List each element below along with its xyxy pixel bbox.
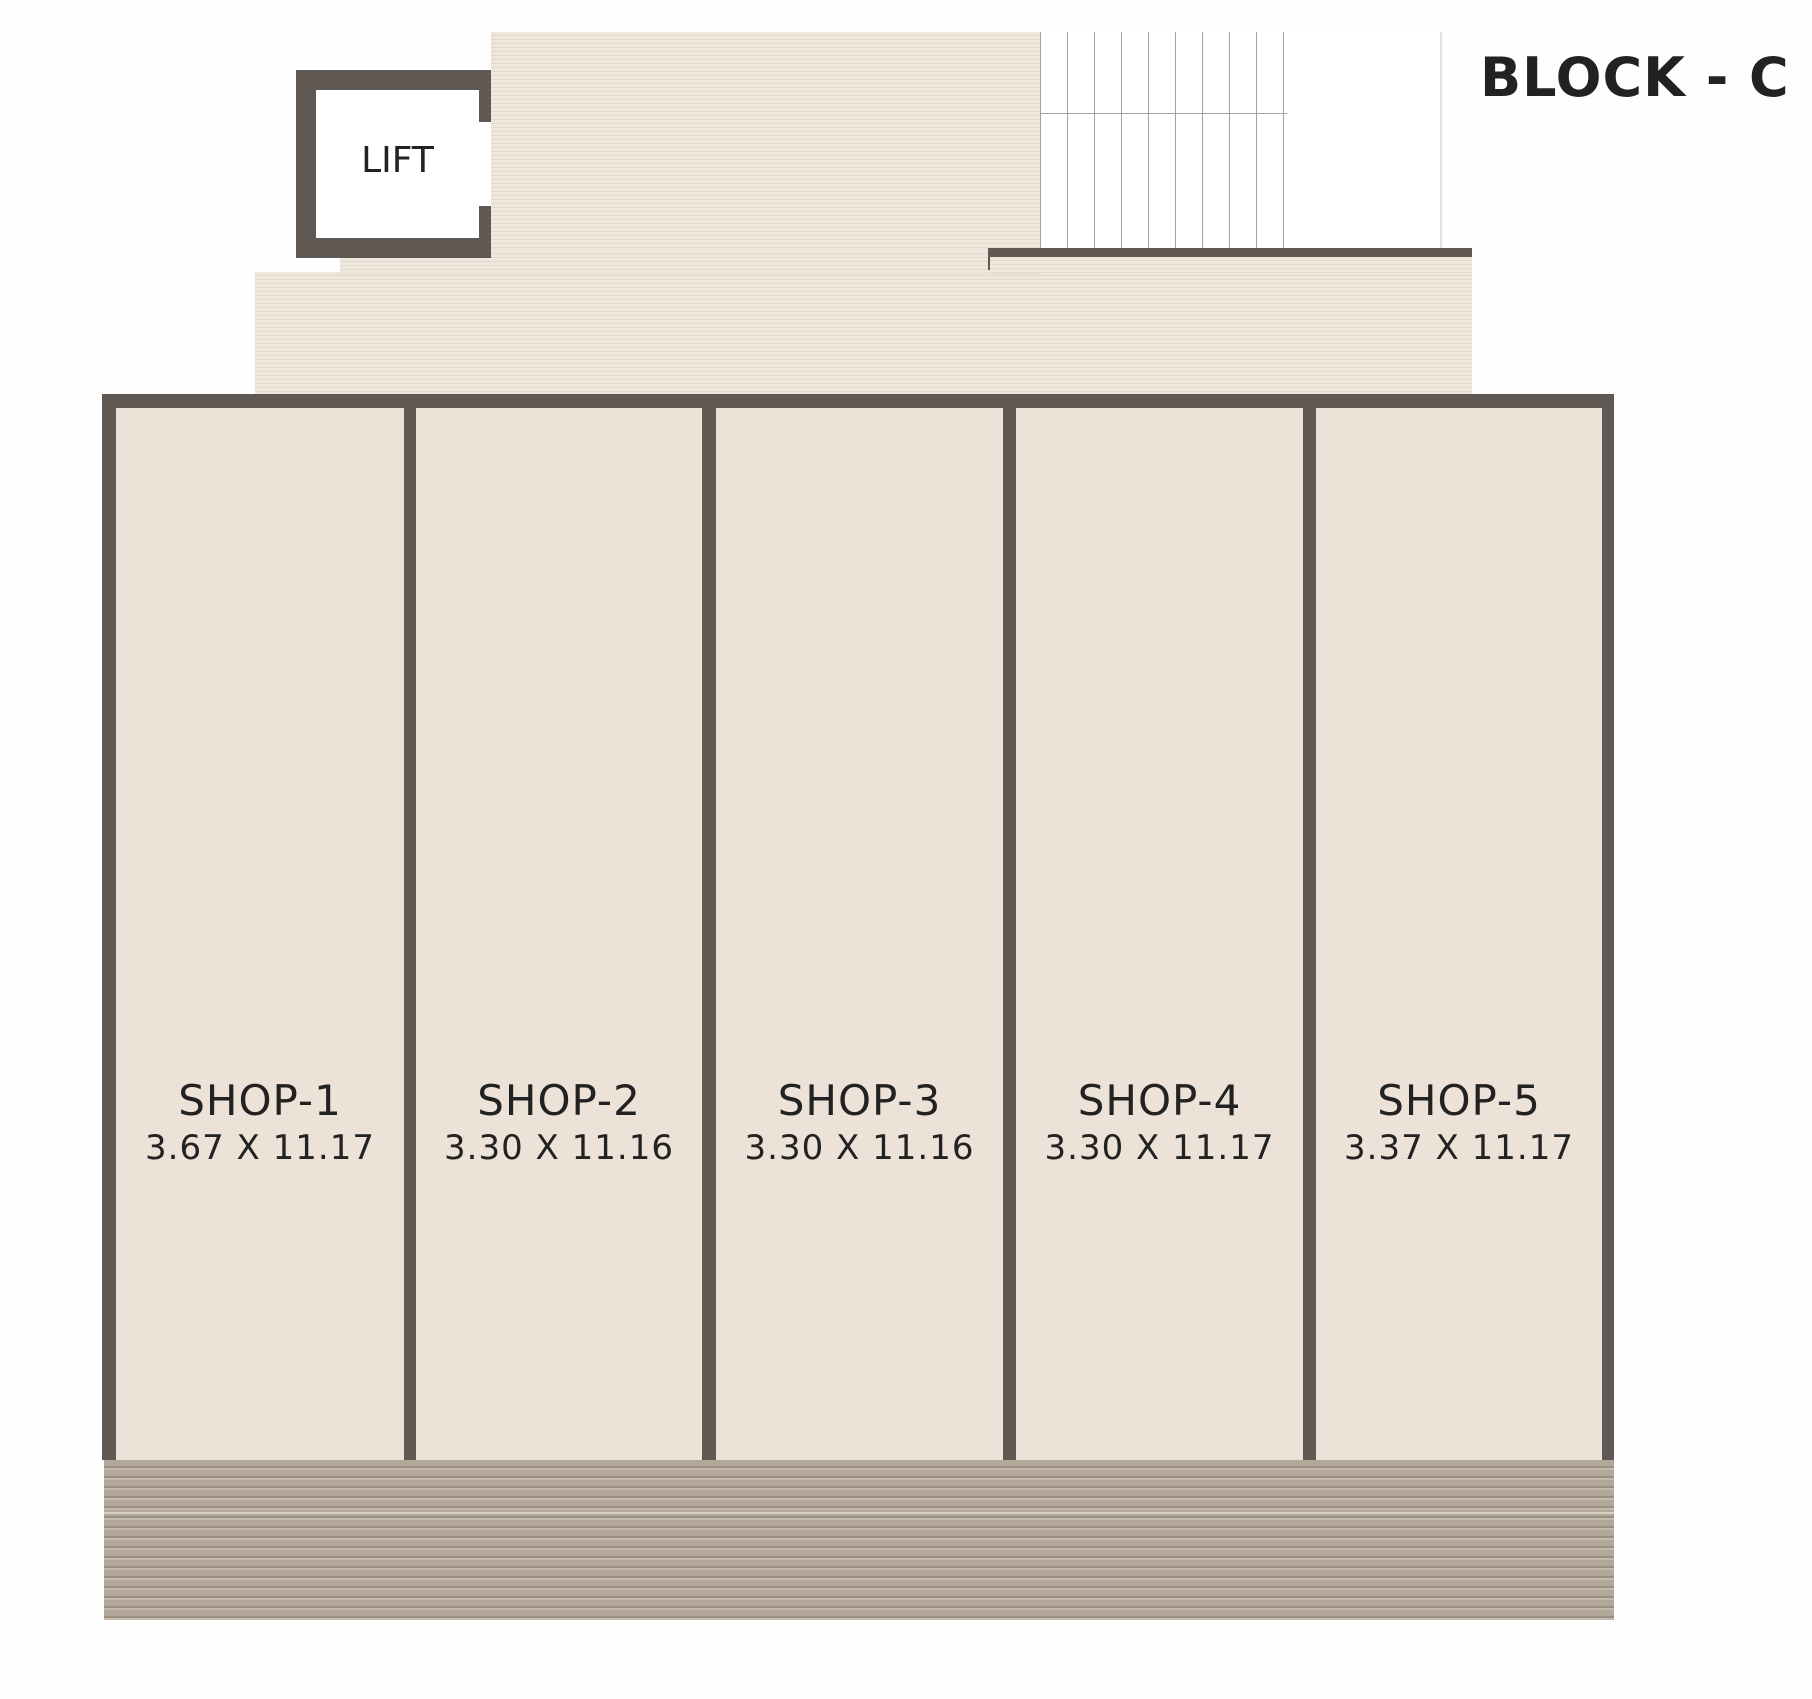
- shop-size: 3.37 X 11.17: [1344, 1128, 1574, 1168]
- shop-unit: SHOP-5 3.37 X 11.17: [1316, 408, 1602, 1460]
- lower-lobby: [255, 272, 1472, 394]
- shop-unit: SHOP-4 3.30 X 11.17: [1016, 408, 1303, 1460]
- shop-name: SHOP-4: [1077, 1076, 1242, 1125]
- stair-tread: [1229, 32, 1230, 250]
- shop-size: 3.30 X 11.16: [444, 1128, 674, 1168]
- stair-landing-line: [1040, 113, 1287, 114]
- upper-lobby: [491, 32, 1040, 250]
- stair-tread: [1283, 32, 1284, 250]
- stair-tread: [1067, 32, 1068, 250]
- block-title: BLOCK - C: [1480, 46, 1790, 109]
- lift-label: LIFT: [361, 140, 434, 181]
- lobby-ledge-drop: [988, 248, 990, 270]
- stair-tread: [1256, 32, 1257, 250]
- stair-tread: [1040, 32, 1041, 250]
- shop-size: 3.67 X 11.17: [145, 1128, 375, 1168]
- shop-name: SHOP-3: [777, 1076, 942, 1125]
- lift-door-opening: [479, 122, 491, 206]
- shop-name: SHOP-5: [1377, 1076, 1541, 1125]
- shop-name: SHOP-2: [477, 1076, 641, 1125]
- stair-tread: [1094, 32, 1095, 250]
- shop-unit: SHOP-1 3.67 X 11.17: [116, 408, 404, 1460]
- shops-frame: SHOP-1 3.67 X 11.17 SHOP-2 3.30 X 11.16 …: [102, 394, 1614, 1460]
- shop-unit: SHOP-2 3.30 X 11.16: [416, 408, 702, 1460]
- lobby-connector-right: [990, 257, 1472, 273]
- shop-size: 3.30 X 11.16: [744, 1128, 975, 1168]
- stair-tread: [1175, 32, 1176, 250]
- stair-tread: [1202, 32, 1203, 250]
- lift: LIFT: [296, 70, 491, 258]
- shop-size: 3.30 X 11.17: [1044, 1128, 1275, 1168]
- staircase: [1040, 32, 1442, 250]
- stair-tread: [1121, 32, 1122, 250]
- stair-tread: [1148, 32, 1149, 250]
- shop-name: SHOP-1: [178, 1076, 342, 1125]
- shop-unit: SHOP-3 3.30 X 11.16: [716, 408, 1003, 1460]
- walkway-dashed-line: [104, 1512, 1614, 1514]
- lobby-ledge-wall: [988, 248, 1472, 257]
- front-walkway: [104, 1460, 1614, 1620]
